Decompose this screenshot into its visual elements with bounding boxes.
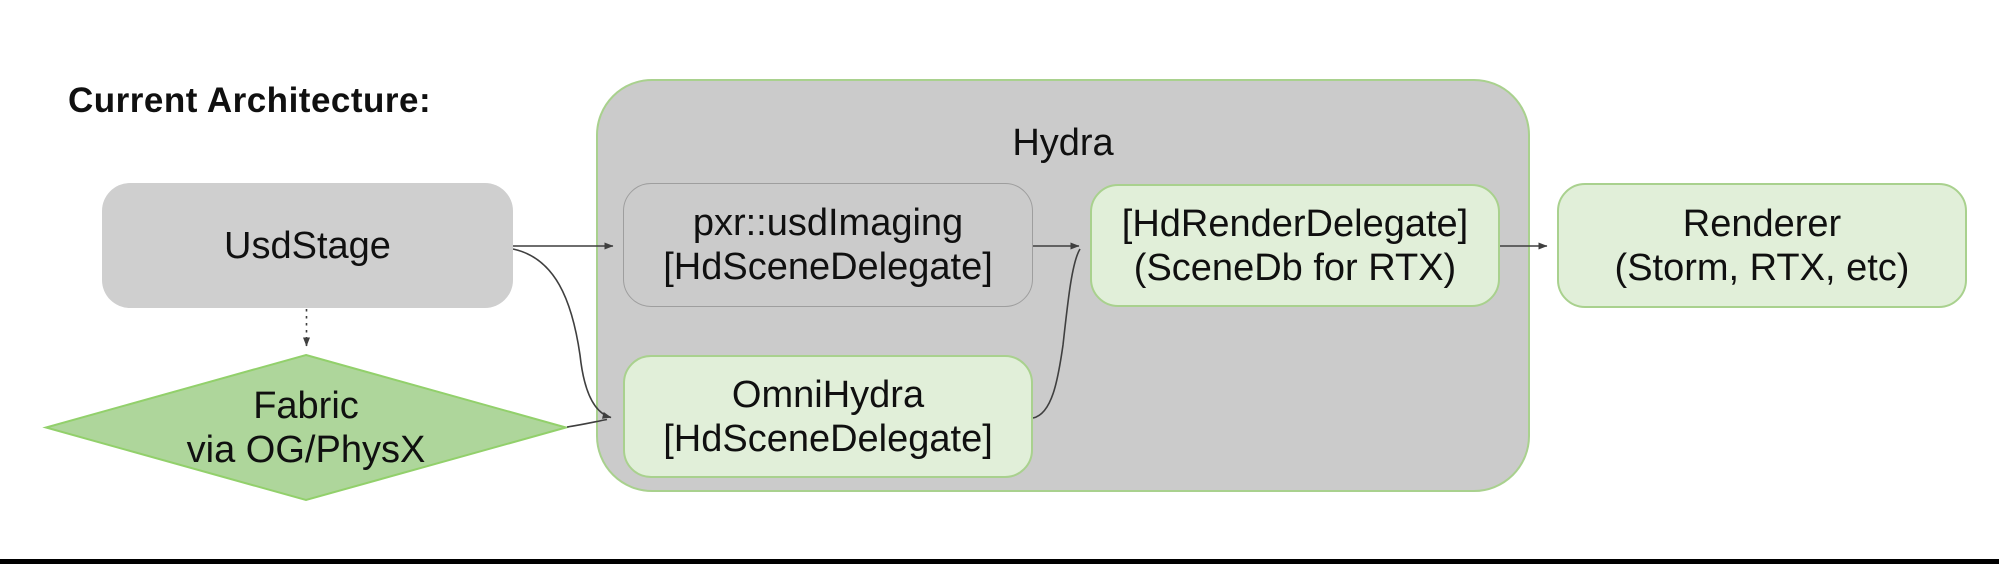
fabric-diamond-shape <box>42 353 570 502</box>
node-hdrenderdelegate-line2: (SceneDb for RTX) <box>1133 246 1457 289</box>
node-pxr-usdimaging: pxr::usdImaging [HdSceneDelegate] <box>623 183 1033 307</box>
node-renderer-line1: Renderer <box>1682 202 1842 245</box>
hydra-container-label: Hydra <box>1012 122 1114 164</box>
node-hdrenderdelegate-line1: [HdRenderDelegate] <box>1121 202 1469 245</box>
node-fabric: Fabric via OG/PhysX <box>46 355 566 500</box>
node-renderer: Renderer (Storm, RTX, etc) <box>1557 183 1967 308</box>
edge-omnihydra-to-hdrenderdelegate <box>1032 248 1081 419</box>
node-fabric-line1: Fabric <box>253 384 359 427</box>
node-usdstage: UsdStage <box>102 183 513 308</box>
node-renderer-line2: (Storm, RTX, etc) <box>1614 246 1910 289</box>
node-usdstage-label: UsdStage <box>224 224 391 267</box>
bottom-divider-bar <box>0 559 1999 564</box>
node-fabric-line2: via OG/PhysX <box>186 428 426 471</box>
edge-usdstage-to-omnihydra <box>512 248 612 419</box>
page-title: Current Architecture: <box>68 81 432 120</box>
node-hdrenderdelegate: [HdRenderDelegate] (SceneDb for RTX) <box>1090 184 1500 307</box>
edge-fabric-to-omnihydra <box>566 418 608 428</box>
node-pxr-usdimaging-line1: pxr::usdImaging <box>692 202 964 244</box>
node-omnihydra-line1: OmniHydra <box>731 373 925 416</box>
node-omnihydra-line2: [HdSceneDelegate] <box>663 417 993 460</box>
node-omnihydra: OmniHydra [HdSceneDelegate] <box>623 355 1033 478</box>
node-pxr-usdimaging-line2: [HdSceneDelegate] <box>663 246 993 288</box>
